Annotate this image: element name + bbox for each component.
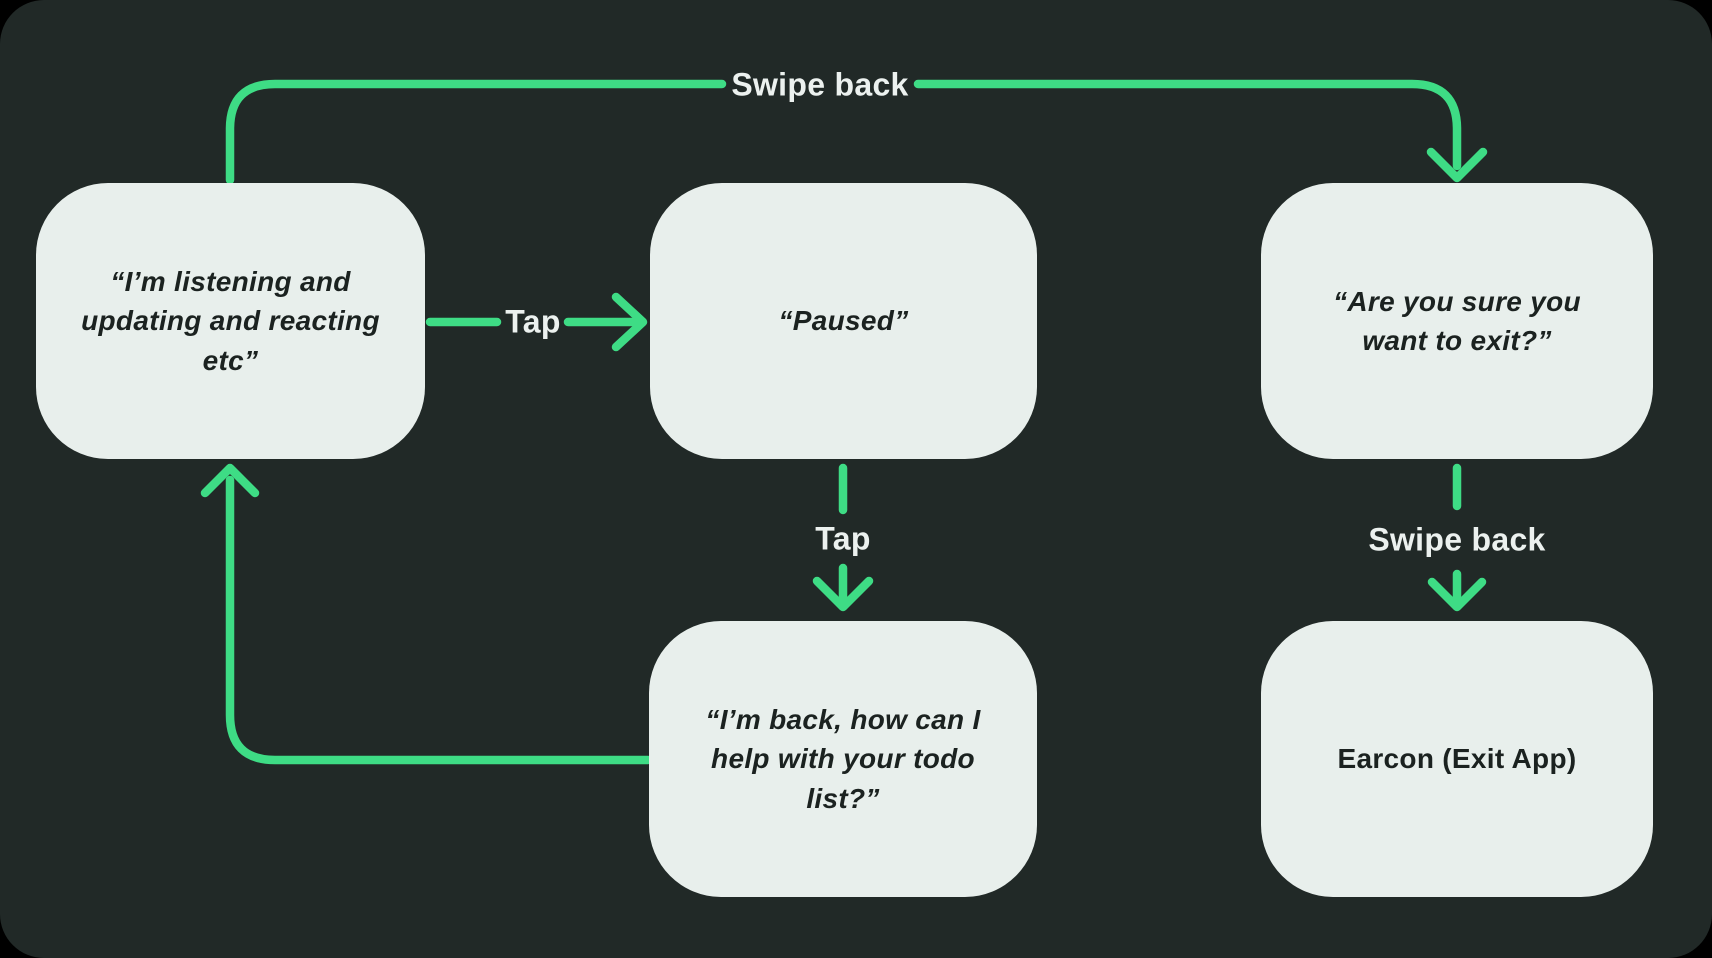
edge-loop-back-arrowhead — [200, 463, 260, 498]
edge-label-tap-right: Tap — [505, 303, 561, 340]
edge-loop-back — [200, 463, 653, 765]
node-earcon-exit-state: Earcon (Exit App) — [1261, 621, 1653, 897]
edge-swipe-back-down — [1427, 463, 1487, 612]
node-back-helping-state: “I’m back, how can I help with your todo… — [649, 621, 1037, 897]
edge-swipe-back-down-arrowhead — [1427, 577, 1487, 612]
node-earcon-exit-state-text: Earcon (Exit App) — [1337, 743, 1577, 775]
node-back-helping-state-text: “I’m back, how can I help with your todo… — [705, 704, 981, 814]
edge-label-swipe-back-down: Swipe back — [1368, 521, 1546, 558]
edge-label-swipe-back-top: Swipe back — [731, 66, 909, 103]
edge-label-tap-down: Tap — [815, 520, 871, 557]
node-paused-state: “Paused” — [650, 183, 1037, 459]
edge-swipe-back-top — [225, 79, 1488, 185]
edge-tap-down — [812, 463, 874, 612]
edge-swipe-back-top-arrowhead — [1426, 147, 1488, 183]
node-paused-state-text: “Paused” — [778, 305, 909, 337]
node-listening-state: “I’m listening and updating and reacting… — [36, 183, 425, 459]
edge-swipe-back-top-line-left — [225, 79, 727, 185]
edge-tap-down-arrowhead — [812, 576, 874, 612]
edge-swipe-back-top-line-right — [913, 79, 1462, 171]
node-listening-state-text: “I’m listening and updating and reacting… — [81, 266, 380, 376]
edge-tap-right — [425, 292, 648, 352]
edge-loop-back-line — [225, 475, 653, 765]
edge-tap-right-arrowhead — [611, 292, 648, 352]
node-exit-confirm-state: “Are you sure you want to exit?” — [1261, 183, 1653, 459]
node-exit-confirm-state-text: “Are you sure you want to exit?” — [1333, 285, 1581, 356]
